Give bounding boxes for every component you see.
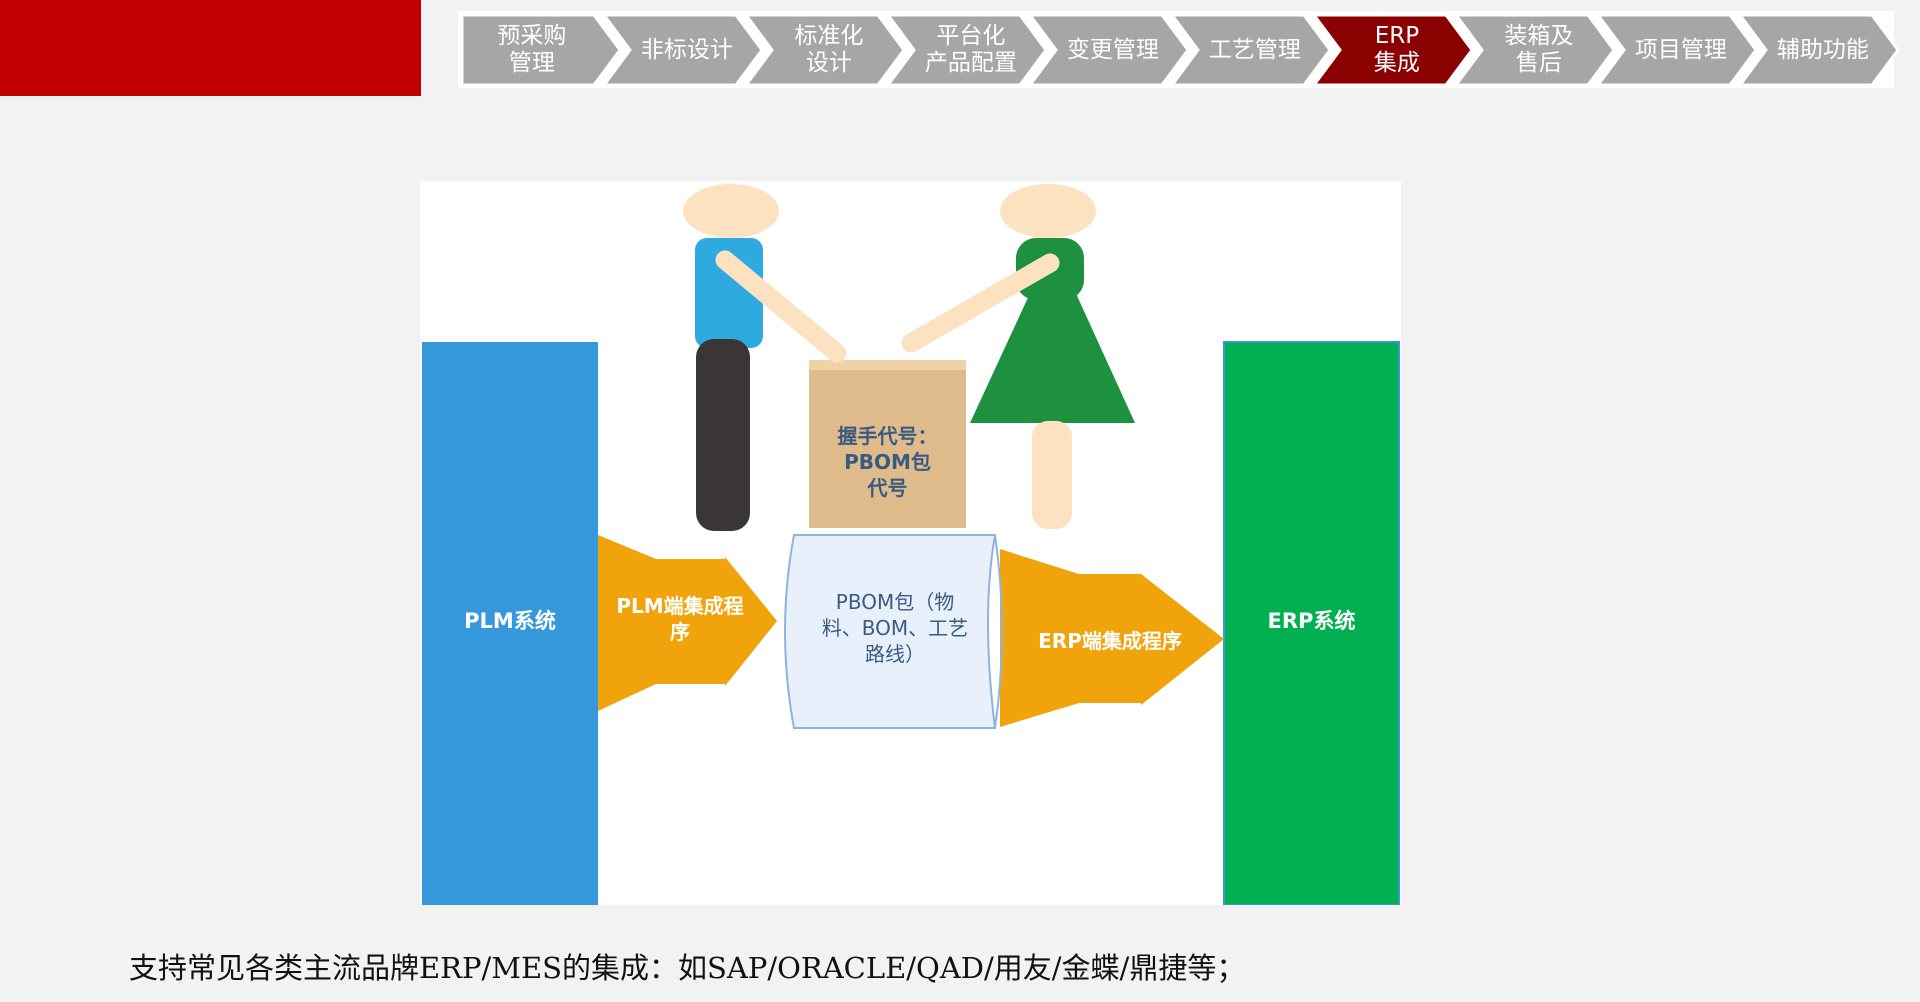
step-label: 工艺管理 [1208,36,1301,63]
step-chevron [460,13,622,87]
erp-integration-diagram: PLM系统 ERP系统 PLM端集成程 序 ERP端集成程序 PBOM包（物 料… [420,181,1401,905]
plm-system-label: PLM系统 [464,609,556,633]
step-label: 项目管理 [1634,36,1727,63]
man-figure [683,184,847,531]
step-chevron [1595,13,1758,87]
step-label: 辅助功能 [1776,36,1869,63]
step-label: 预采购 管理 [497,23,567,76]
step-chevron [743,13,906,87]
plm-program-label: PLM端集成程 序 [616,594,744,644]
process-step-nav: 预采购 管理 非标设计 标准化 设计 平台化 产品配置 变更管理 工艺管理 ER… [458,11,1920,88]
step-chevron [1453,13,1616,87]
step-label: 平台化 产品配置 [924,23,1017,76]
step-chevron [1169,13,1332,87]
step-chevron [1737,13,1900,87]
step-change-management[interactable]: 变更管理 [1056,15,1170,85]
handshake-box-lid [809,360,966,370]
integration-caption: 支持常见各类主流品牌ERP/MES的集成：如SAP/ORACLE/QAD/用友/… [129,951,1246,985]
step-chevron [885,13,1048,87]
erp-system-block [1223,341,1400,905]
man-pants [696,339,750,531]
woman-arm [901,253,1060,353]
plm-system-block [422,342,598,905]
step-project-management[interactable]: 项目管理 [1624,15,1738,85]
step-chevron [1311,13,1474,87]
plm-program-arrow [598,535,777,711]
pbom-package-label: PBOM包（物 料、BOM、工艺 路线） [821,590,969,666]
woman-figure [901,184,1135,529]
woman-legs [1032,421,1072,529]
step-chevron [1027,13,1190,87]
step-label: 标准化 设计 [794,23,864,76]
handshake-box [809,360,966,528]
step-auxiliary-functions[interactable]: 辅助功能 [1766,15,1880,85]
man-arm [715,250,847,363]
step-packing-aftersales[interactable]: 装箱及 售后 [1482,15,1596,85]
erp-program-arrow [1000,549,1224,727]
erp-system-label: ERP系统 [1267,609,1356,633]
brand-red-block [0,0,421,96]
step-product-configuration[interactable]: 平台化 产品配置 [914,15,1028,85]
step-presourcing[interactable]: 预采购 管理 [462,15,602,85]
step-label: 变更管理 [1066,36,1159,63]
step-label: 装箱及 售后 [1504,23,1574,76]
diagram-shapes [422,184,1400,905]
step-erp-integration[interactable]: ERP 集成 [1340,15,1454,85]
step-label: ERP 集成 [1373,23,1420,76]
erp-program-label: ERP端集成程序 [1038,629,1182,653]
process-step-shapes [458,11,1900,88]
step-nonstandard-design[interactable]: 非标设计 [630,15,744,85]
woman-skirt [970,276,1135,423]
step-standard-design[interactable]: 标准化 设计 [772,15,886,85]
man-head [683,184,779,238]
handshake-code-label: 握手代号： PBOM包 代号 [837,424,938,500]
woman-head [1000,184,1096,238]
step-label: 非标设计 [640,36,733,63]
step-process-management[interactable]: 工艺管理 [1198,15,1312,85]
step-chevron [601,13,764,87]
pbom-package-edge [994,534,1003,729]
